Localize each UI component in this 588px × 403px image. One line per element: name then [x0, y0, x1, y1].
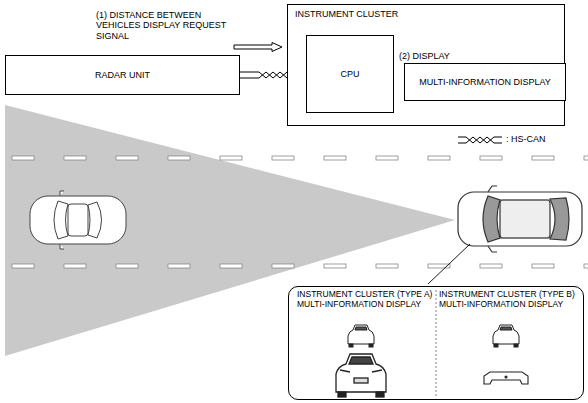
- lane-dash: [376, 264, 398, 268]
- lane-dash: [64, 264, 86, 268]
- node-text: CPU: [307, 69, 393, 79]
- display-box: MULTI-INFORMATION DISPLAY: [404, 63, 566, 101]
- cluster-housing: INSTRUMENT CLUSTER CPU MULTI-INFORMATION D…: [287, 4, 565, 126]
- signal-label: (1) DISTANCE BETWEEN VEHICLES DISPLAY RE…: [95, 10, 247, 42]
- cpu-box: CPU: [306, 35, 394, 113]
- callout-box: INSTRUMENT CLUSTER (TYPE A) MULTI-INFORM…: [288, 286, 584, 400]
- own-vehicle: [458, 186, 582, 252]
- node-text: INSTRUMENT CLUSTER: [295, 9, 398, 19]
- lane-dash: [168, 156, 190, 160]
- node-text: MULTI-INFORMATION DISPLAY: [405, 77, 565, 87]
- lane-dash: [584, 264, 588, 268]
- lane-dash: [532, 264, 554, 268]
- lane-markings: [12, 156, 588, 268]
- lane-dash: [428, 156, 450, 160]
- vehicle-icon-small: [493, 325, 519, 347]
- lane-dash: [220, 156, 242, 160]
- lane-dash: [64, 156, 86, 160]
- lane-dash: [12, 264, 34, 268]
- lane-dash: [116, 156, 138, 160]
- radar-beam: [5, 105, 455, 356]
- signal-arrow: [234, 43, 282, 52]
- lane-dash: [220, 264, 242, 268]
- lane-dash: [116, 264, 138, 268]
- vehicle-icon-small: [348, 325, 374, 347]
- lane-dash: [324, 264, 346, 268]
- divider: [436, 290, 437, 398]
- lane-dash: [324, 156, 346, 160]
- leader-line: [428, 244, 470, 284]
- unit-box: RADAR UNIT: [5, 55, 240, 95]
- node-text: RADAR UNIT: [6, 70, 239, 80]
- lane-dash: [584, 156, 588, 160]
- lane-dash: [272, 264, 294, 268]
- own-vehicle-hood-icon: [484, 372, 528, 384]
- lane-dash: [12, 156, 34, 160]
- signal-label: (2) DISPLAY: [398, 51, 451, 62]
- legend-sample: [458, 137, 502, 143]
- lane-dash: [480, 156, 502, 160]
- legend-text: : HS-CAN: [505, 134, 547, 145]
- lane-dash: [272, 156, 294, 160]
- preceding-vehicle: [30, 191, 126, 249]
- node-text: INSTRUMENT CLUSTER (TYPE B) MULTI-INFORM…: [439, 290, 579, 309]
- lane-dash: [376, 156, 398, 160]
- lane-dash: [480, 264, 502, 268]
- vehicle-icon-large: [336, 354, 386, 397]
- lane-dash: [168, 264, 190, 268]
- lane-dash: [532, 156, 554, 160]
- node-text: INSTRUMENT CLUSTER (TYPE A) MULTI-INFORM…: [297, 290, 437, 309]
